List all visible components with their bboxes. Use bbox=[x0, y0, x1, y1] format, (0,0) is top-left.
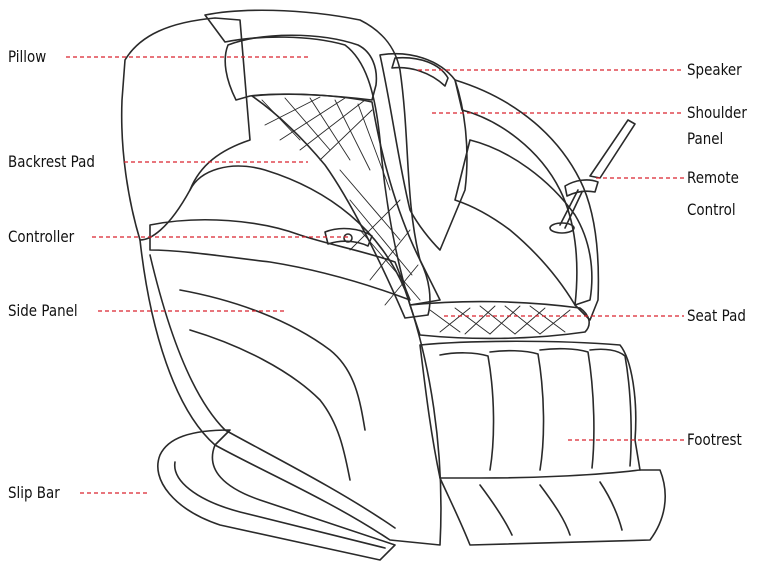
label-remote-line2: Control bbox=[687, 200, 736, 219]
seat-pad-shape bbox=[409, 300, 590, 340]
legrest-segment-2 bbox=[489, 349, 545, 471]
remote-base bbox=[549, 222, 575, 234]
slip-bar-inner bbox=[174, 461, 386, 549]
legrest-frame bbox=[419, 340, 641, 479]
legrest-segment-4 bbox=[589, 348, 632, 467]
controller-knob bbox=[343, 233, 353, 243]
side-panel-groove-2 bbox=[189, 329, 351, 481]
speaker-grille bbox=[391, 56, 449, 87]
label-seat-pad: Seat Pad bbox=[687, 306, 746, 325]
remote-holder bbox=[564, 179, 599, 197]
side-shell-front bbox=[139, 165, 442, 546]
armrest-top bbox=[149, 219, 411, 301]
label-shoulder-line1: Shoulder bbox=[687, 103, 747, 122]
backrest-frame bbox=[204, 9, 441, 306]
leader-lines bbox=[66, 56, 684, 494]
right-armrest bbox=[454, 139, 593, 306]
side-panel-groove bbox=[179, 289, 366, 431]
footrest-bottom bbox=[439, 469, 666, 546]
pillow-shape bbox=[224, 34, 378, 101]
seat-pad-quilting bbox=[429, 305, 571, 335]
label-shoulder-line2: Panel bbox=[687, 129, 724, 148]
label-controller: Controller bbox=[8, 227, 75, 246]
label-slip-bar: Slip Bar bbox=[8, 483, 60, 502]
backrest-quilting bbox=[261, 96, 421, 306]
label-side-panel: Side Panel bbox=[8, 301, 78, 320]
side-shell-outer bbox=[120, 17, 251, 241]
footrest-bottom-groove bbox=[479, 481, 623, 536]
controller-shape bbox=[324, 227, 373, 247]
label-speaker: Speaker bbox=[687, 60, 742, 79]
label-footrest: Footrest bbox=[687, 430, 742, 449]
remote-stalk bbox=[559, 189, 583, 229]
label-remote-line1: Remote bbox=[687, 168, 739, 187]
legrest-segment-1 bbox=[439, 352, 495, 471]
remote-control-shape bbox=[589, 119, 636, 179]
label-pillow: Pillow bbox=[8, 47, 47, 66]
backrest-pad-shape bbox=[251, 93, 431, 319]
side-panel-trim bbox=[149, 254, 396, 529]
legrest-segment-3 bbox=[539, 347, 595, 469]
label-backrest-pad: Backrest Pad bbox=[8, 152, 95, 171]
right-shell bbox=[454, 79, 600, 321]
shoulder-panel-shape bbox=[379, 52, 468, 251]
slip-bar-shape bbox=[157, 429, 396, 561]
